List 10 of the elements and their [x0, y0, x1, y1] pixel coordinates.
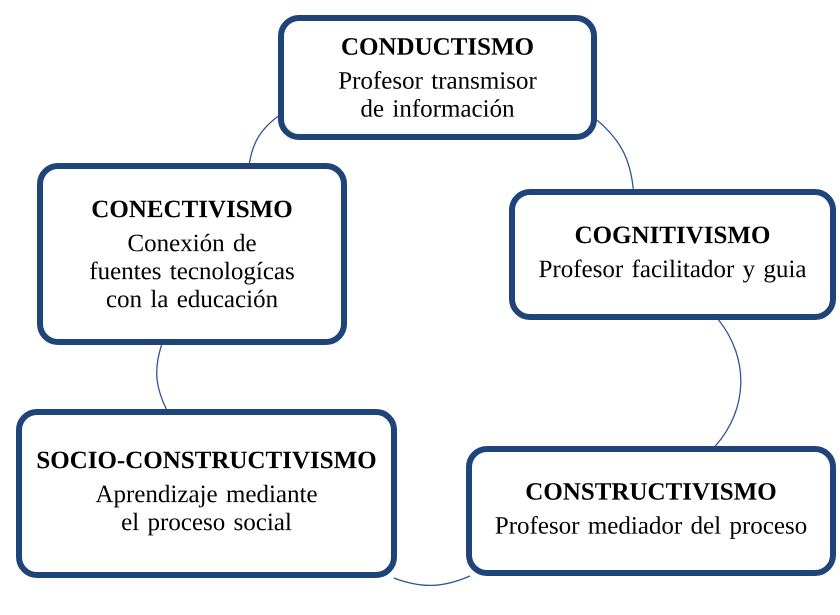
text-box: COGNITIVISMO Profesor facilitador y guia — [509, 189, 836, 320]
text-box: CONDUCTISMO Profesor transmisor de información — [278, 15, 597, 140]
connector-arc — [156, 344, 167, 410]
text-box: CONECTIVISMO Conexión de fuentes tecnologícas con la educación — [37, 163, 347, 345]
text-box: CONSTRUCTIVISMO Profesor mediador del proceso — [466, 446, 836, 576]
connector-arc — [596, 120, 634, 190]
connector-arc — [248, 116, 278, 164]
text-box: SOCIO-CONSTRUCTIVISMO Aprendizaje mediante el proceso social — [16, 409, 397, 578]
connector-arc — [714, 320, 742, 446]
connector-arc — [394, 575, 470, 586]
